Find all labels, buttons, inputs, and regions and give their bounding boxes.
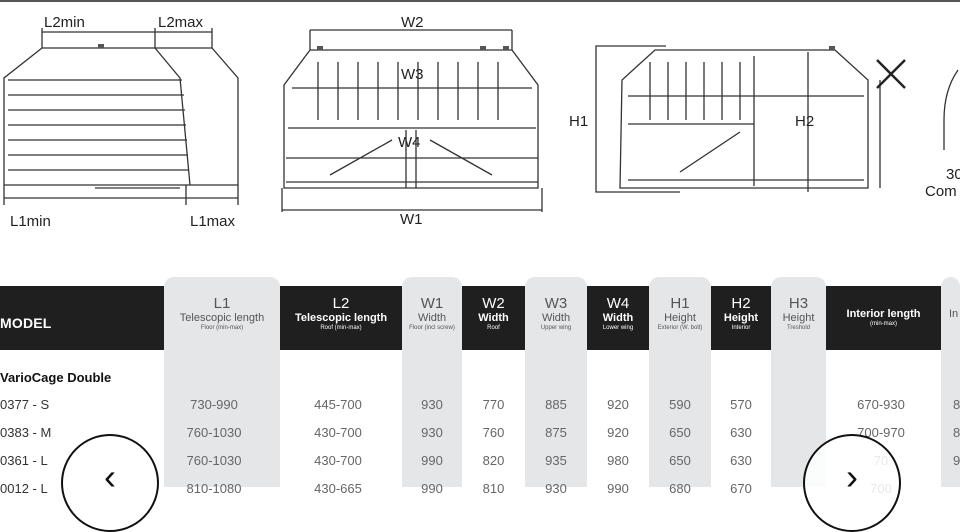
- model-cell: 0377 - S: [0, 397, 50, 412]
- cell-w1: 990: [421, 481, 443, 496]
- label-l2max: L2max: [158, 14, 204, 31]
- cell-l1: 760-1030: [186, 425, 242, 440]
- cell-w4: 920: [607, 425, 629, 440]
- column-bg-w1: [402, 277, 462, 487]
- cell-w4: 990: [607, 481, 629, 496]
- column-bg-w3: [525, 277, 587, 487]
- model-cell: 0361 - L: [0, 453, 48, 468]
- group-title: VarioCage Double: [0, 370, 112, 385]
- column-bg-in: [941, 277, 960, 487]
- label-cut-top: 30: [946, 166, 960, 183]
- cell-w1: 930: [421, 425, 443, 440]
- chevron-right-icon: ›: [846, 456, 858, 497]
- cage-drawings: L2min L2max L1min L1max W2 W3 W4 W1 H1 H…: [3, 14, 960, 230]
- column-header-interior-length: Interior length(min-max): [846, 308, 921, 327]
- prev-button[interactable]: ‹: [61, 434, 159, 532]
- label-w3: W3: [401, 66, 424, 83]
- cell-h2: 630: [730, 453, 752, 468]
- cell-w3: 885: [545, 397, 567, 412]
- close-icon: [876, 59, 906, 89]
- dimension-diagrams: L2min L2max L1min L1max W2 W3 W4 W1 H1 H…: [0, 0, 960, 240]
- label-cut-bottom: Com: [925, 183, 957, 200]
- cell-l2: 445-700: [314, 397, 362, 412]
- label-w1: W1: [400, 211, 423, 228]
- table-row: 0383 - M 760-1030 430-700 930 760 875 92…: [0, 419, 960, 447]
- chevron-left-icon: ‹: [104, 456, 116, 497]
- cell-in: 9: [953, 453, 960, 468]
- cell-l1: 760-1030: [186, 453, 242, 468]
- header-bg-w4: [587, 286, 649, 350]
- cell-l1: 730-990: [190, 397, 238, 412]
- model-column-header: MODEL: [0, 315, 52, 331]
- cell-h1: 590: [669, 397, 691, 412]
- cell-in: [941, 475, 960, 503]
- top-view-drawing: [3, 28, 239, 205]
- cell-l2: 430-700: [314, 453, 362, 468]
- table-row: 0377 - S 730-990 445-700 930 770 885 920…: [0, 391, 960, 419]
- column-header-in: In: [949, 308, 959, 320]
- cell-interior: 670-930: [857, 397, 905, 412]
- cell-w4: 980: [607, 453, 629, 468]
- label-l2min: L2min: [44, 14, 85, 31]
- cell-w2: 770: [482, 397, 505, 412]
- partial-drawing-right: [943, 69, 959, 150]
- label-w4: W4: [398, 134, 421, 151]
- cell-w2: 820: [482, 453, 505, 468]
- header-bg-interior: [826, 286, 941, 350]
- close-button[interactable]: [872, 55, 910, 93]
- cell-w3: 935: [545, 453, 567, 468]
- cell-l2: 430-700: [314, 425, 362, 440]
- column-bg-l1: [164, 277, 280, 487]
- cell-w3: 930: [545, 481, 567, 496]
- cell-h1: 650: [669, 453, 691, 468]
- cell-in: 8: [953, 425, 960, 440]
- cell-w4: 920: [607, 397, 629, 412]
- top-divider: [0, 0, 960, 2]
- cell-h2: 670: [730, 481, 752, 496]
- label-l1min: L1min: [10, 213, 51, 230]
- header-bg-w2: [462, 286, 525, 350]
- label-h1: H1: [569, 113, 588, 130]
- cell-h1: 650: [669, 425, 691, 440]
- cell-h2: 570: [730, 397, 752, 412]
- cell-w2: 760: [482, 425, 505, 440]
- label-h2: H2: [795, 113, 814, 130]
- cell-w2: 810: [482, 481, 505, 496]
- side-view-drawing: [595, 45, 881, 193]
- front-view-drawing: [281, 29, 543, 212]
- cell-h1: 680: [669, 481, 691, 496]
- cell-l1: 810-1080: [186, 481, 242, 496]
- column-bg-h1: [649, 277, 711, 487]
- table-row: 0361 - L 760-1030 430-700 990 820 935 98…: [0, 447, 960, 475]
- label-w2: W2: [401, 14, 424, 31]
- header-bg-l2: [280, 286, 402, 350]
- cell-w3: 875: [545, 425, 567, 440]
- cell-h3: [771, 419, 826, 447]
- next-button[interactable]: ›: [803, 434, 901, 532]
- model-header-bg: [0, 286, 164, 350]
- cell-w1: 990: [421, 453, 443, 468]
- header-bg-h2: [711, 286, 771, 350]
- cell-in: 8: [953, 397, 960, 412]
- cell-h3: [771, 391, 826, 419]
- cell-h2: 630: [730, 425, 752, 440]
- cell-w1: 930: [421, 397, 443, 412]
- label-l1max: L1max: [190, 213, 236, 230]
- model-cell: 0383 - M: [0, 425, 52, 440]
- cell-l2: 430-665: [314, 481, 362, 496]
